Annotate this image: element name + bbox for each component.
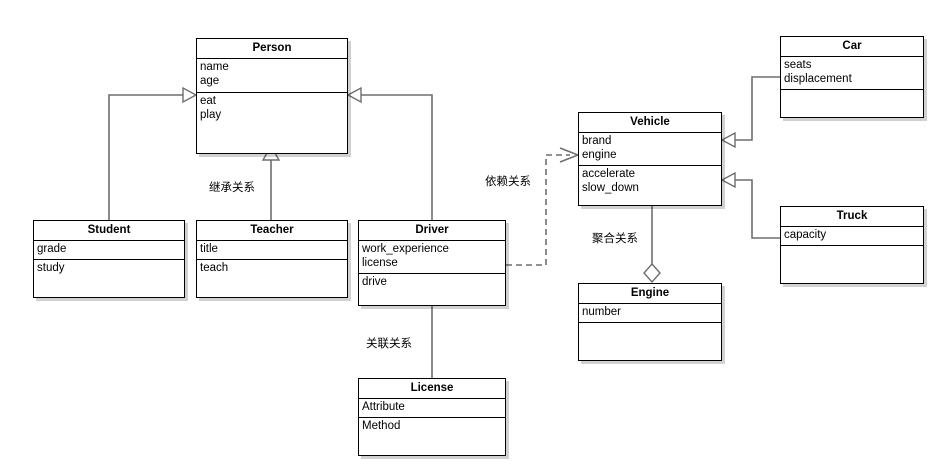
- attribute-row: work_experience: [362, 243, 449, 255]
- class-box-car[interactable]: Car seats displacement: [780, 36, 924, 118]
- class-attributes-person: name age: [197, 59, 347, 93]
- method-row: teach: [200, 262, 229, 274]
- class-methods-engine: [579, 323, 721, 325]
- method-row: play: [200, 109, 222, 121]
- attribute-row: number: [582, 306, 621, 318]
- attribute-row: grade: [37, 243, 67, 255]
- class-title-license: License: [359, 379, 505, 399]
- method-row: accelerate: [582, 168, 636, 180]
- method-row: drive: [362, 276, 387, 288]
- class-box-engine[interactable]: Engine number: [578, 283, 722, 361]
- method-row: Method: [362, 420, 401, 432]
- class-attributes-teacher: title: [197, 241, 347, 260]
- relationship-label-aggregation: 聚合关系: [592, 233, 638, 245]
- edge-car-to-vehicle: [720, 76, 780, 149]
- class-box-vehicle[interactable]: Vehicle brand engine accelerate slow_dow…: [578, 112, 722, 206]
- relationship-label-association: 关联关系: [366, 338, 412, 350]
- attribute-row: license: [362, 257, 398, 269]
- class-box-license[interactable]: License Attribute Method: [358, 378, 506, 456]
- class-attributes-vehicle: brand engine: [579, 133, 721, 166]
- attribute-row: age: [200, 75, 220, 87]
- class-attributes-license: Attribute: [359, 399, 505, 418]
- class-methods-student: study: [34, 260, 184, 276]
- class-title-student: Student: [34, 221, 184, 241]
- method-row: study: [37, 262, 65, 274]
- class-box-teacher[interactable]: Teacher title teach: [196, 220, 348, 298]
- method-row: slow_down: [582, 182, 639, 194]
- edge-student-to-person: [108, 86, 205, 220]
- edge-driver-to-person: [339, 86, 433, 220]
- class-title-truck: Truck: [781, 207, 923, 227]
- class-title-car: Car: [781, 37, 923, 57]
- attribute-row: Attribute: [362, 401, 405, 413]
- edge-driver-to-vehicle-dependency: [506, 147, 581, 266]
- edge-truck-to-vehicle: [720, 171, 780, 239]
- attribute-row: displacement: [784, 73, 852, 85]
- class-box-person[interactable]: Person name age eat play: [196, 38, 348, 154]
- class-methods-car: [781, 90, 923, 92]
- class-box-student[interactable]: Student grade study: [33, 220, 185, 298]
- class-title-vehicle: Vehicle: [579, 113, 721, 133]
- class-methods-license: Method: [359, 418, 505, 434]
- attribute-row: engine: [582, 149, 617, 161]
- edge-teacher-to-person: [261, 144, 281, 220]
- attribute-row: name: [200, 61, 229, 73]
- edge-vehicle-to-engine-aggregation: [643, 206, 661, 284]
- class-box-truck[interactable]: Truck capacity: [780, 206, 924, 284]
- class-methods-person: eat play: [197, 93, 347, 123]
- class-attributes-driver: work_experience license: [359, 241, 505, 274]
- relationship-label-inheritance: 继承关系: [209, 182, 255, 194]
- class-attributes-truck: capacity: [781, 227, 923, 246]
- attribute-row: brand: [582, 135, 612, 147]
- class-attributes-car: seats displacement: [781, 57, 923, 90]
- class-attributes-engine: number: [579, 304, 721, 323]
- class-attributes-student: grade: [34, 241, 184, 260]
- attribute-row: seats: [784, 59, 812, 71]
- class-methods-driver: drive: [359, 274, 505, 290]
- class-title-driver: Driver: [359, 221, 505, 241]
- attribute-row: title: [200, 243, 218, 255]
- class-title-person: Person: [197, 39, 347, 59]
- class-box-driver[interactable]: Driver work_experience license drive: [358, 220, 506, 306]
- attribute-row: capacity: [784, 229, 827, 241]
- class-methods-vehicle: accelerate slow_down: [579, 166, 721, 196]
- class-methods-truck: [781, 246, 923, 248]
- method-row: eat: [200, 95, 216, 107]
- class-methods-teacher: teach: [197, 260, 347, 276]
- class-title-teacher: Teacher: [197, 221, 347, 241]
- class-title-engine: Engine: [579, 284, 721, 304]
- relationship-label-dependency: 依赖关系: [485, 176, 531, 188]
